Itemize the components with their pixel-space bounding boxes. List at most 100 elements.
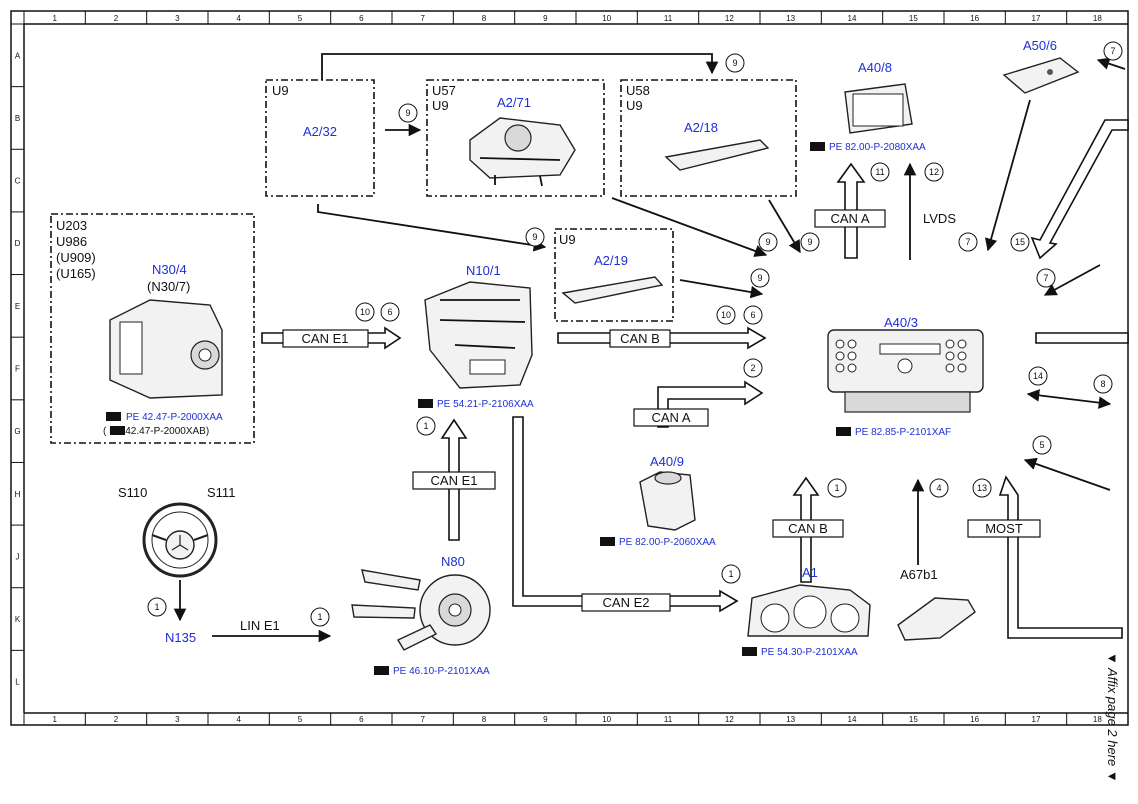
grid-column-label: 16 <box>970 715 979 724</box>
grid-column-label: 17 <box>1032 715 1041 724</box>
group-code: U203 <box>56 218 87 233</box>
grid-column-label: 12 <box>725 14 734 23</box>
grid-column-label: 18 <box>1093 715 1102 724</box>
callout-number: 10 <box>721 310 731 320</box>
affix-note: ▼ Affix page 2 here ▼ <box>1105 652 1120 783</box>
bus-label: CAN B <box>788 521 828 536</box>
grid-row-label: K <box>15 615 21 624</box>
grid-column-label: 11 <box>664 715 673 724</box>
callout-number: 12 <box>929 167 939 177</box>
callout-circle <box>716 305 736 325</box>
bus-continuation <box>1035 332 1129 344</box>
grid-row-label: J <box>16 552 20 561</box>
callout-circle <box>972 478 992 498</box>
a2-71-module-drawing <box>469 117 576 187</box>
callout-number: 14 <box>1033 371 1043 381</box>
grid-column-label: 6 <box>359 14 364 23</box>
grid-column-label: 7 <box>420 715 425 724</box>
bus-label: CAN E2 <box>603 595 650 610</box>
grid-column-label: 2 <box>114 715 119 724</box>
grid-column-label: 15 <box>909 14 918 23</box>
manual-ref-icon <box>110 426 125 435</box>
component-label-a50-6: A50/6 <box>1023 38 1057 53</box>
callout-circle <box>929 478 949 498</box>
manual-ref-icon <box>810 142 825 151</box>
component-label-a2-18: A2/18 <box>684 120 718 135</box>
callout-number: 1 <box>317 612 322 622</box>
callout-number: 10 <box>360 307 370 317</box>
a2-18-antenna-drawing <box>664 139 770 171</box>
group-box-a2-32 <box>265 79 375 197</box>
grid-column-label: 4 <box>236 14 241 23</box>
callout-circle <box>958 232 978 252</box>
grid-row-label: A <box>15 51 21 60</box>
reference-link[interactable]: PE 54.30-P-2101XAA <box>761 647 858 658</box>
callout-circle <box>398 103 418 123</box>
reference-link[interactable]: PE 54.21-P-2106XAA <box>437 399 534 410</box>
group-code: U9 <box>432 98 449 113</box>
a40-8-display-drawing <box>844 83 913 134</box>
reference-link[interactable]: ( PE 42.47-P-2000XAB) <box>103 426 209 437</box>
callout-number: 7 <box>965 237 970 247</box>
grid-column-label: 3 <box>175 14 180 23</box>
component-label-n30-4: N30/4 <box>152 262 187 277</box>
callout-circle <box>721 564 741 584</box>
component-label-a40-9: A40/9 <box>650 454 684 469</box>
callout-number: 1 <box>423 421 428 431</box>
grid-column-label: 6 <box>359 715 364 724</box>
callout-number: 1 <box>834 483 839 493</box>
group-box-a2-18 <box>620 79 797 197</box>
callout-circle <box>310 607 330 627</box>
grid-column-label: 18 <box>1093 14 1102 23</box>
group-code: U9 <box>626 98 643 113</box>
callout-number: 9 <box>532 232 537 242</box>
callout-circle <box>870 162 890 182</box>
grid-column-label: 7 <box>420 14 425 23</box>
component-label-n80: N80 <box>441 554 465 569</box>
reference-link[interactable]: PE 42.47-P-2000XAA <box>126 412 223 423</box>
callout-number: 9 <box>405 108 410 118</box>
bus-label: CAN B <box>620 331 660 346</box>
callout-circle <box>758 232 778 252</box>
reference-link[interactable]: PE 82.00-P-2060XAA <box>619 537 716 548</box>
component-label-a2-32: A2/32 <box>303 124 337 139</box>
callout-circle <box>924 162 944 182</box>
manual-ref-icon <box>106 412 121 421</box>
a40-3-head-unit-drawing <box>827 329 984 413</box>
group-box-n30-4 <box>50 213 255 444</box>
grid-column-label: 15 <box>909 715 918 724</box>
callout-number: 2 <box>750 363 755 373</box>
manual-ref-icon <box>418 399 433 408</box>
component-label-a1: A1 <box>802 565 818 580</box>
a1-instrument-cluster-drawing <box>747 584 871 637</box>
bus-label: MOST <box>985 521 1023 536</box>
lin-e1-label: LIN E1 <box>240 618 280 633</box>
bus-label: CAN E1 <box>431 473 478 488</box>
grid-column-label: 14 <box>848 14 857 23</box>
reference-link[interactable]: PE 82.85-P-2101XAF <box>855 427 951 438</box>
callout-number: 9 <box>807 237 812 247</box>
callout-number: 11 <box>875 167 884 177</box>
grid-row-label: G <box>14 427 20 436</box>
callout-circle <box>800 232 820 252</box>
grid-row-label: D <box>15 239 21 248</box>
grid-column-label: 12 <box>725 715 734 724</box>
reference-link[interactable]: PE 46.10-P-2101XAA <box>393 666 490 677</box>
lvds-label: LVDS <box>923 211 956 226</box>
steering-wheel-drawing <box>142 502 218 578</box>
n10-1-module-drawing <box>424 281 533 389</box>
callout-number: 6 <box>750 310 755 320</box>
reference-link[interactable]: PE 82.00-P-2080XAA <box>829 142 926 153</box>
connection-lines <box>173 53 1126 643</box>
callout-circle <box>827 478 847 498</box>
group-code: U9 <box>272 83 289 98</box>
callout-number: 15 <box>1015 237 1025 247</box>
a40-9-controller-drawing <box>639 471 696 531</box>
callout-number: 8 <box>1100 379 1105 389</box>
grid-column-label: 1 <box>52 14 57 23</box>
grid-column-label: 4 <box>236 715 241 724</box>
grid-row-label: L <box>15 678 20 687</box>
callout-circle <box>355 302 375 322</box>
bus-continuation-arrow <box>1030 119 1129 260</box>
